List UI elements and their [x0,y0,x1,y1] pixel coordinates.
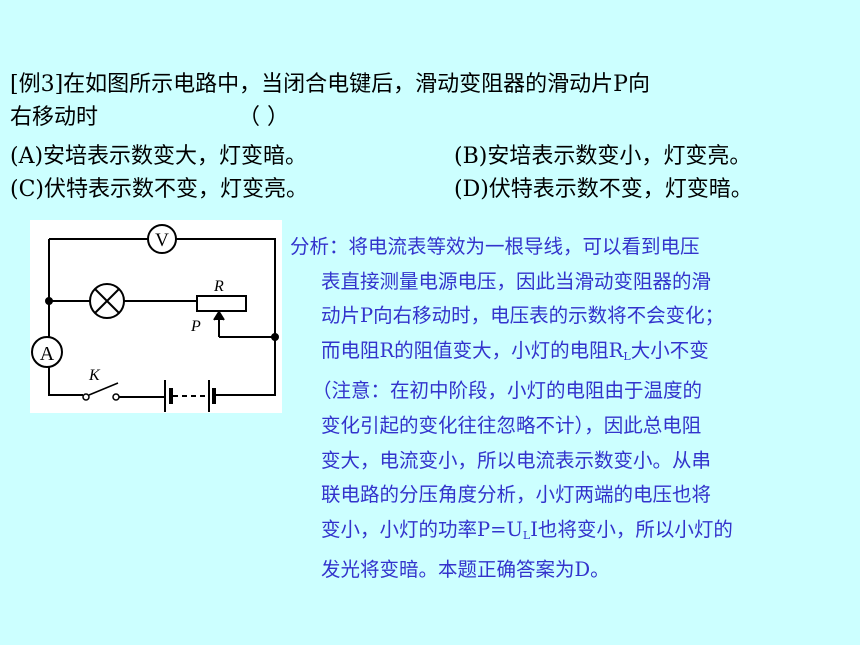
resistor [196,295,247,312]
resistor-label: R [213,278,224,295]
slider-arrow [213,310,225,321]
battery-icon [164,380,216,412]
option-a: (A)安培表示数变大，灯变暗。 [10,144,308,169]
lamp-icon [89,283,125,319]
voltmeter-circle [147,224,177,254]
option-d: (D)伏特表示数不变，灯变暗。 [454,177,753,202]
switch-icon [82,382,120,401]
junction-right [271,333,279,341]
example-label: [例3] [10,72,64,97]
question-stem-line2: 右移动时（ ） [10,105,290,130]
voltmeter-label: V [155,230,169,251]
ammeter-label: A [40,343,55,365]
wires [48,238,276,398]
switch-label: K [88,367,101,384]
answer-blank: （ ） [238,105,290,130]
option-c: (C)伏特表示数不变，灯变亮。 [10,177,308,202]
slider-label: P [190,318,201,335]
option-b: (B)安培表示数变小，灯变亮。 [454,144,752,169]
ammeter-circle [31,336,63,368]
question-stem: [例3]在如图所示电路中，当闭合电键后，滑动变阻器的滑动片P向 [10,72,650,97]
analysis-text: 分析：将电流表等效为一根导线，可以看到电压 表直接测量电源电压，因此当滑动变阻器… [290,235,733,582]
